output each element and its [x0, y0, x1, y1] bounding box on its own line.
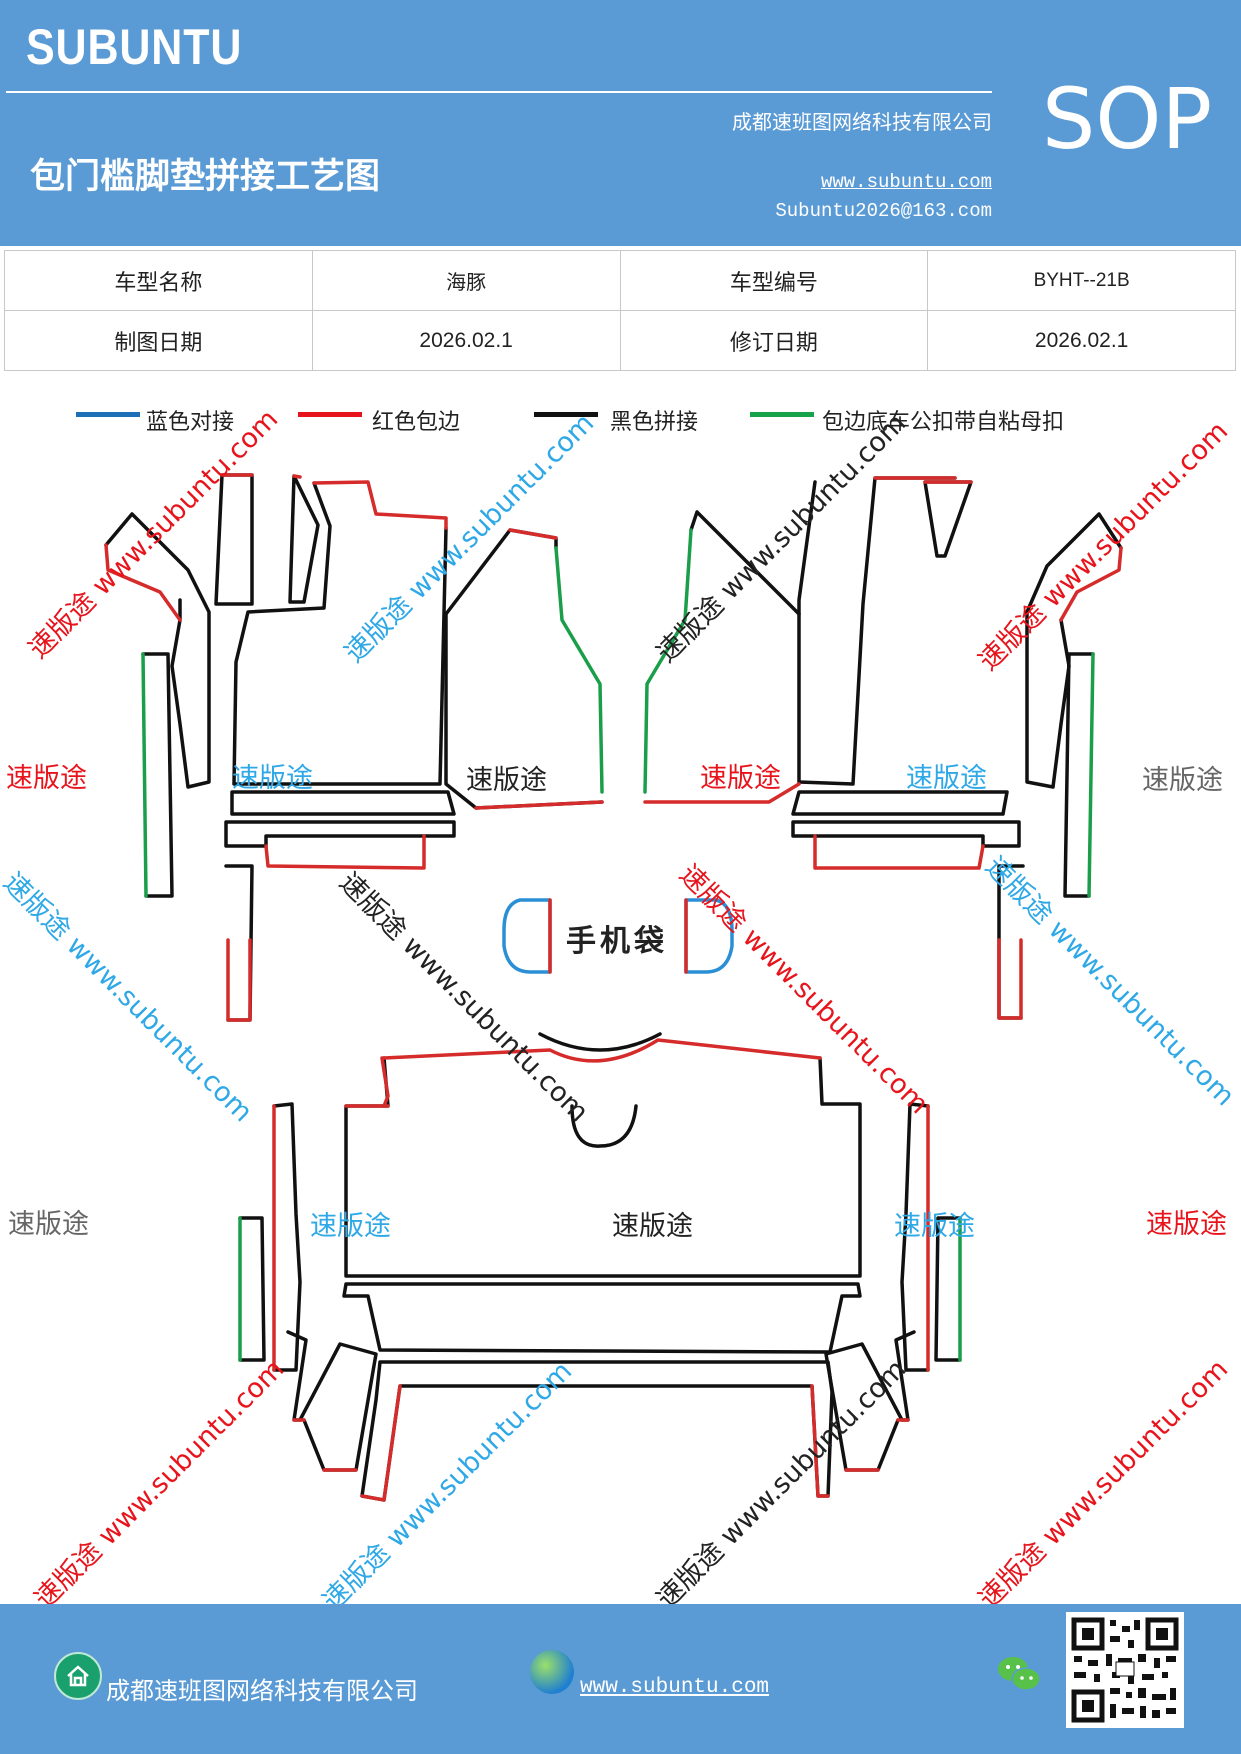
part-label: 速版途 — [1146, 1209, 1227, 1240]
model-code-label: 车型编号 — [619, 250, 929, 311]
revise-date-value: 2026.02.1 — [927, 310, 1236, 371]
table-row: 车型名称 海豚 车型编号 BYHT--21B — [4, 250, 1236, 311]
part-label: 速版途 — [310, 1211, 391, 1242]
footer-company: 成都速班图网络科技有限公司 — [106, 1677, 418, 1705]
part-label: 速版途 — [232, 763, 313, 794]
wechat-icon — [996, 1654, 1042, 1694]
left-front-mat — [104, 473, 604, 1022]
legend-swatch — [76, 412, 140, 417]
part-label: 速版途 — [6, 763, 87, 794]
header-divider — [6, 91, 992, 93]
part-label: 速版途 — [700, 763, 781, 794]
legend-label: 红色包边 — [372, 410, 461, 435]
header-company: 成都速班图网络科技有限公司 — [732, 110, 992, 134]
rear-mat — [238, 1032, 962, 1502]
legend-label: 蓝色对接 — [146, 410, 235, 435]
header-banner — [0, 0, 1241, 246]
footer-website-link[interactable]: www.subuntu.com — [580, 1676, 770, 1699]
right-front-mat — [643, 476, 1123, 1020]
part-label: 速版途 — [1142, 765, 1223, 796]
home-icon — [54, 1652, 102, 1700]
phone-bag-left — [502, 898, 552, 974]
info-table: 车型名称 海豚 车型编号 BYHT--21B 制图日期 2026.02.1 修订… — [4, 250, 1236, 371]
legend-swatch — [534, 412, 598, 417]
legend-label: 包边底车公扣带自粘母扣 — [822, 410, 1065, 435]
part-label: 速版途 — [466, 765, 547, 796]
model-name-label: 车型名称 — [4, 250, 313, 311]
model-name-value: 海豚 — [311, 250, 621, 311]
part-label: 速版途 — [906, 763, 987, 794]
table-row: 制图日期 2026.02.1 修订日期 2026.02.1 — [4, 310, 1236, 371]
qr-code — [1066, 1612, 1184, 1728]
model-code-value: BYHT--21B — [927, 250, 1236, 311]
legend-label: 黑色拼接 — [610, 410, 699, 435]
sop-badge: SOP — [1042, 70, 1213, 168]
phone-bag-right — [684, 898, 734, 974]
part-label: 速版途 — [894, 1211, 975, 1242]
phone-bag-label: 手机袋 — [566, 924, 668, 959]
draw-date-label: 制图日期 — [4, 310, 313, 371]
legend-swatch — [750, 412, 814, 417]
globe-icon — [530, 1650, 574, 1694]
part-label: 速版途 — [612, 1211, 693, 1242]
revise-date-label: 修订日期 — [619, 310, 929, 371]
header-website-link[interactable]: www.subuntu.com — [820, 171, 992, 193]
brand-logo: SUBUNTU — [26, 19, 243, 75]
draw-date-value: 2026.02.1 — [311, 310, 621, 371]
page-title: 包门槛脚垫拼接工艺图 — [30, 157, 381, 197]
header-email: Subuntu2026@163.com — [775, 200, 992, 222]
part-label: 速版途 — [8, 1209, 89, 1240]
legend-swatch — [298, 412, 362, 417]
